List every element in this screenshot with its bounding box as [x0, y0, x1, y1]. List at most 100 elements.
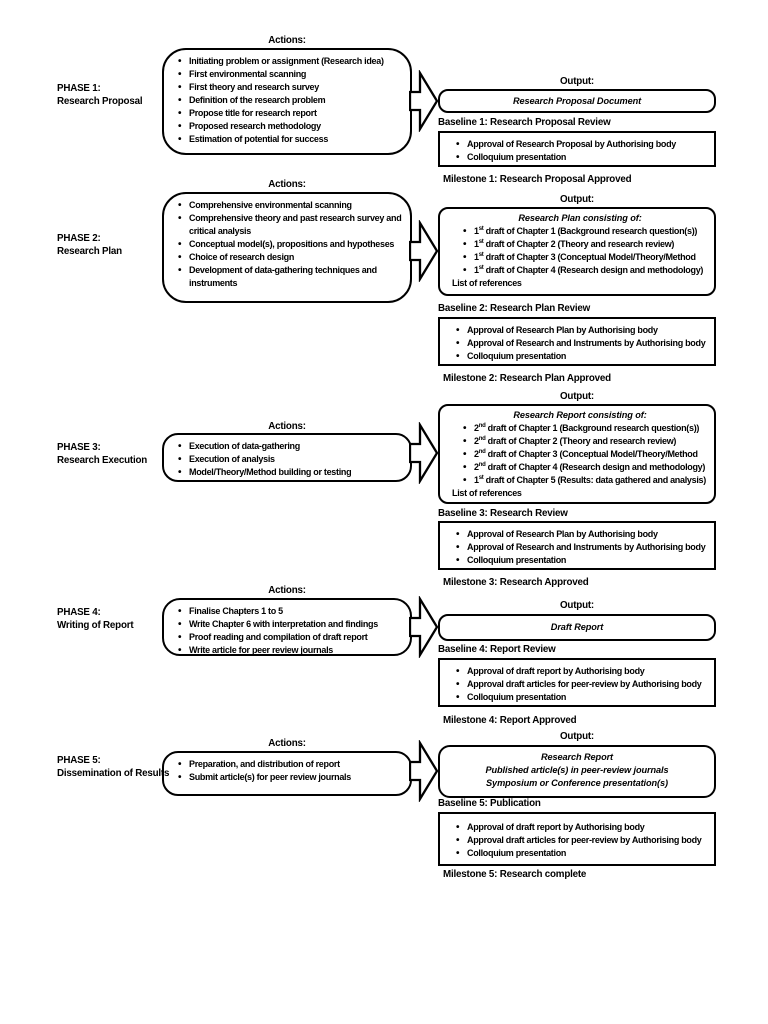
baseline-item: Approval of draft report by Authorising … [455, 665, 712, 678]
output-box: Research Plan consisting of: 1st draft o… [438, 207, 716, 296]
baseline-item: Approval draft articles for peer-review … [455, 678, 712, 691]
baseline-box: Approval of Research Plan by Authorising… [438, 317, 716, 366]
output-box: Research Report Published article(s) in … [438, 745, 716, 798]
baseline-title: Baseline 2: Research Plan Review [438, 303, 591, 314]
output-footer: List of references [452, 488, 522, 498]
milestone-text: Milestone 1: Research Proposal Approved [443, 174, 632, 185]
baseline-title: Baseline 1: Research Proposal Review [438, 117, 611, 128]
output-item: 1st draft of Chapter 2 (Theory and resea… [462, 238, 708, 251]
baseline-item: Approval draft articles for peer-review … [455, 834, 712, 847]
phase-name: Dissemination of Results [57, 768, 170, 779]
phase-name: Research Proposal [57, 96, 143, 107]
milestone-text: Milestone 4: Report Approved [443, 715, 577, 726]
flow-arrow-icon [409, 596, 439, 658]
action-item: Write Chapter 6 with interpretation and … [177, 618, 404, 631]
output-item: 1st draft of Chapter 3 (Conceptual Model… [462, 251, 708, 264]
output-item: 1st draft of Chapter 1 (Background resea… [462, 225, 708, 238]
action-item: Execution of analysis [177, 453, 404, 466]
baseline-item: Colloquium presentation [455, 691, 712, 704]
phase-label: PHASE 5: Dissemination of Results [57, 754, 182, 780]
phase-name: Research Plan [57, 246, 122, 257]
actions-box: Finalise Chapters 1 to 5 Write Chapter 6… [162, 598, 412, 656]
output-heading: Output: [560, 194, 594, 205]
baseline-item: Colloquium presentation [455, 151, 712, 164]
action-item: First environmental scanning [177, 68, 404, 81]
phase-number: PHASE 2: [57, 233, 101, 244]
output-box: Research Report consisting of: 2nd draft… [438, 404, 716, 504]
output-heading: Output: [560, 731, 594, 742]
output-subtitle: Research Report consisting of: [513, 410, 647, 420]
actions-box: Comprehensive environmental scanning Com… [162, 192, 412, 303]
baseline-box: Approval of draft report by Authorising … [438, 812, 716, 866]
output-subtitle: Research Plan consisting of: [518, 213, 642, 223]
action-item: Preparation, and distribution of report [177, 758, 404, 771]
action-item: Definition of the research problem [177, 94, 404, 107]
actions-heading: Actions: [268, 179, 306, 190]
output-footer: List of references [452, 278, 522, 288]
action-item: Comprehensive environmental scanning [177, 199, 404, 212]
actions-box: Preparation, and distribution of report … [162, 751, 412, 796]
baseline-item: Approval of Research Plan by Authorising… [455, 528, 712, 541]
actions-heading: Actions: [268, 35, 306, 46]
phase-label: PHASE 1: Research Proposal [57, 82, 182, 108]
baseline-item: Approval of draft report by Authorising … [455, 821, 712, 834]
action-item: Initiating problem or assignment (Resear… [177, 55, 404, 68]
phase-number: PHASE 1: [57, 83, 101, 94]
phase-number: PHASE 4: [57, 607, 101, 618]
action-item: Conceptual model(s), propositions and hy… [177, 238, 404, 251]
baseline-item: Colloquium presentation [455, 350, 712, 363]
flow-arrow-icon [409, 740, 439, 802]
baseline-item: Approval of Research and Instruments by … [455, 541, 712, 554]
output-item: 1st draft of Chapter 4 (Research design … [462, 264, 708, 277]
output-line: Research Report [540, 752, 614, 762]
action-item: Execution of data-gathering [177, 440, 404, 453]
phase-number: PHASE 5: [57, 755, 101, 766]
milestone-text: Milestone 3: Research Approved [443, 577, 589, 588]
actions-box: Initiating problem or assignment (Resear… [162, 48, 412, 155]
baseline-item: Colloquium presentation [455, 554, 712, 567]
baseline-box: Approval of Research Plan by Authorising… [438, 521, 716, 570]
baseline-item: Approval of Research Proposal by Authori… [455, 138, 712, 151]
phase-label: PHASE 3: Research Execution [57, 441, 182, 467]
output-line: Symposium or Conference presentation(s) [486, 778, 668, 788]
actions-heading: Actions: [268, 421, 306, 432]
phase-number: PHASE 3: [57, 442, 101, 453]
action-item: Proposed research methodology [177, 120, 404, 133]
flow-arrow-icon [409, 422, 439, 484]
action-item: Submit article(s) for peer review journa… [177, 771, 404, 784]
phase-label: PHASE 4: Writing of Report [57, 606, 182, 632]
baseline-box: Approval of Research Proposal by Authori… [438, 131, 716, 167]
output-item: 2nd draft of Chapter 2 (Theory and resea… [462, 435, 708, 448]
flow-arrow-icon [409, 220, 439, 282]
output-heading: Output: [560, 76, 594, 87]
baseline-item: Approval of Research Plan by Authorising… [455, 324, 712, 337]
output-item: 2nd draft of Chapter 4 (Research design … [462, 461, 708, 474]
phase-name: Writing of Report [57, 620, 134, 631]
action-item: Estimation of potential for success [177, 133, 404, 146]
baseline-box: Approval of draft report by Authorising … [438, 658, 716, 707]
action-item: Model/Theory/Method building or testing [177, 466, 404, 479]
milestone-text: Milestone 5: Research complete [443, 869, 587, 880]
output-box: Research Proposal Document [438, 89, 716, 113]
phase-label: PHASE 2: Research Plan [57, 232, 182, 258]
output-box: Draft Report [438, 614, 716, 641]
baseline-title: Baseline 5: Publication [438, 798, 541, 809]
phase-name: Research Execution [57, 455, 148, 466]
output-heading: Output: [560, 391, 594, 402]
output-line: Published article(s) in peer-review jour… [485, 765, 669, 775]
flow-arrow-icon [409, 70, 439, 132]
baseline-title: Baseline 3: Research Review [438, 508, 568, 519]
baseline-title: Baseline 4: Report Review [438, 644, 556, 655]
output-item: 2nd draft of Chapter 1 (Background resea… [462, 422, 708, 435]
milestone-text: Milestone 2: Research Plan Approved [443, 373, 611, 384]
baseline-item: Approval of Research and Instruments by … [455, 337, 712, 350]
output-heading: Output: [560, 600, 594, 611]
action-item: Write article for peer review journals [177, 644, 404, 654]
action-item: Development of data-gathering techniques… [177, 264, 404, 290]
output-item: 1st draft of Chapter 5 (Results: data ga… [462, 474, 708, 487]
action-item: Comprehensive theory and past research s… [177, 212, 404, 238]
action-item: Propose title for research report [177, 107, 404, 120]
baseline-item: Colloquium presentation [455, 847, 712, 860]
action-item: Proof reading and compilation of draft r… [177, 631, 404, 644]
